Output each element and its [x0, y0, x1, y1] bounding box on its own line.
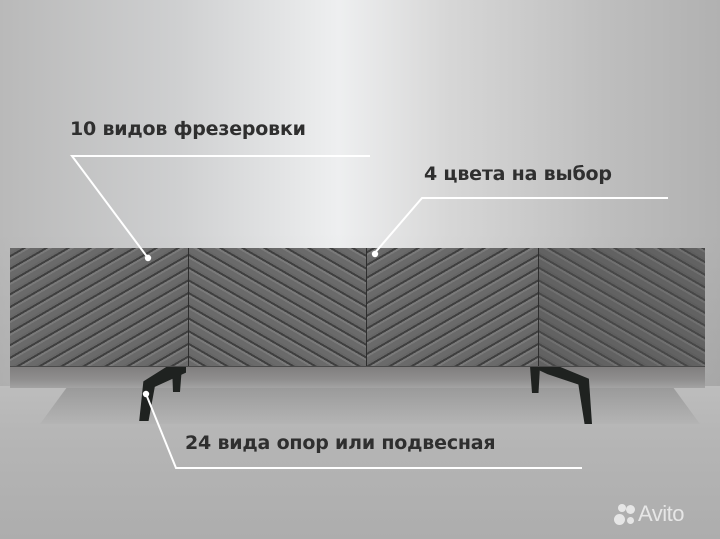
leg-back-right [530, 366, 540, 393]
door-gap [366, 248, 367, 366]
avito-dots-icon [612, 502, 636, 526]
floor [0, 386, 720, 539]
callout-dot-colors [371, 250, 379, 258]
callout-label-legs: 24 вида опор или подвесная [185, 432, 496, 454]
cabinet-door-3 [367, 248, 538, 366]
cabinet-door-2 [189, 248, 366, 366]
door-gap [188, 248, 189, 366]
cabinet-door-4 [539, 248, 705, 366]
callout-label-milling: 10 видов фрезеровки [70, 118, 306, 140]
callout-line-colors [372, 197, 668, 256]
callout-line-milling [70, 155, 370, 259]
door-gap [538, 248, 539, 366]
callout-dot-legs [142, 390, 150, 398]
tv-cabinet [10, 248, 705, 366]
avito-wordmark: Avito [638, 501, 685, 526]
callout-label-colors: 4 цвета на выбор [424, 163, 612, 185]
cabinet-door-1 [10, 248, 188, 366]
avito-watermark: Avito [612, 499, 685, 529]
callout-dot-milling [144, 254, 152, 262]
leg-back-left [172, 366, 182, 392]
callout-line-legs [145, 393, 582, 469]
